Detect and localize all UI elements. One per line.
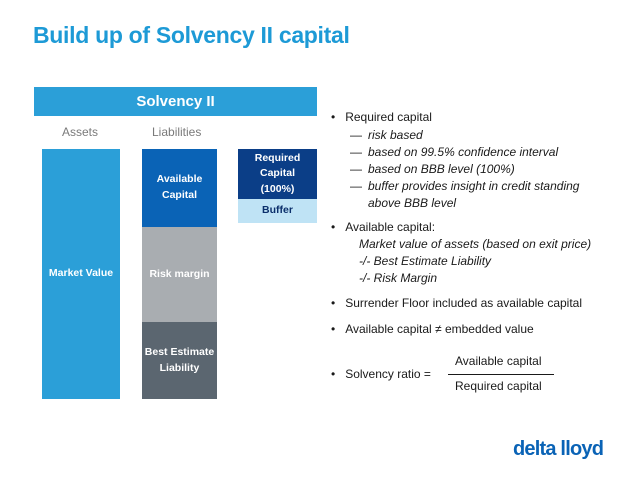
fraction-line [448, 374, 554, 375]
available-capital-label-line1: Available [156, 173, 203, 186]
solvency-ratio-label: Solvency ratio = [345, 367, 431, 381]
required-capital-heading: Required capital [345, 110, 432, 124]
dash-mark: — [350, 179, 362, 193]
risk-margin-label: Risk margin [149, 267, 210, 280]
bullet-dot: • [331, 296, 346, 310]
available-capital-block: Available Capital [142, 149, 217, 227]
dash-mark: — [350, 145, 362, 159]
available-line-bel: -/- Best Estimate Liability [359, 254, 492, 268]
dash-mark: — [350, 128, 362, 142]
ratio-denominator: Required capital [455, 379, 542, 393]
bullet-dot: • [331, 367, 346, 381]
market-value-label: Market Value [48, 267, 114, 280]
bullet-dot: • [331, 322, 346, 336]
best-estimate-label-line2: Liability [159, 361, 200, 374]
available-line-market-value: Market value of assets (based on exit pr… [359, 237, 592, 251]
required-capital-block: Required Capital (100%) [238, 149, 317, 199]
best-estimate-label-line1: Best Estimate [144, 345, 215, 358]
page-title: Build up of Solvency II capital [33, 22, 350, 48]
solvency-ii-header: Solvency II [34, 87, 317, 116]
required-item-buffer: — buffer provides insight in credit stand… [350, 179, 579, 193]
market-value-block: Market Value [42, 149, 120, 399]
required-item-text: risk based [368, 128, 423, 142]
bullet-solvency-ratio: • Solvency ratio = [331, 367, 431, 381]
surrender-floor-text: Surrender Floor included as available ca… [345, 296, 583, 310]
required-item-confidence: — based on 99.5% confidence interval [350, 145, 558, 159]
required-item-buffer-cont: above BBB level [368, 196, 457, 210]
buffer-label: Buffer [262, 204, 293, 217]
available-line-risk-margin: -/- Risk Margin [359, 271, 438, 285]
risk-margin-block: Risk margin [142, 227, 217, 322]
dash-mark: — [350, 162, 362, 176]
bullet-dot: • [331, 220, 346, 234]
bullet-embedded-value: • Available capital ≠ embedded value [331, 322, 534, 336]
required-item-bbb: — based on BBB level (100%) [350, 162, 515, 176]
delta-lloyd-logo: delta lloyd [513, 438, 604, 460]
ratio-numerator: Available capital [455, 354, 542, 368]
required-capital-label-line1: Required [254, 152, 301, 165]
assets-column-label: Assets [62, 125, 99, 139]
bullet-dot: • [331, 110, 346, 124]
best-estimate-liability-block: Best Estimate Liability [142, 322, 217, 399]
required-item-risk-based: — risk based [350, 128, 423, 142]
bullet-surrender-floor: • Surrender Floor included as available … [331, 296, 582, 310]
required-item-text: based on 99.5% confidence interval [368, 145, 559, 159]
available-capital-heading: Available capital: [345, 220, 436, 234]
embedded-value-text: Available capital ≠ embedded value [345, 322, 534, 336]
required-capital-label-line3: (100%) [260, 182, 295, 195]
bullet-required-capital: • Required capital [331, 110, 432, 124]
required-item-text: based on BBB level (100%) [368, 162, 515, 176]
liabilities-column-label: Liabilities [152, 125, 202, 139]
available-capital-label-line2: Capital [161, 189, 197, 201]
bullet-available-capital: • Available capital: [331, 220, 435, 234]
required-capital-label-line2: Capital [259, 167, 295, 180]
required-item-text: buffer provides insight in credit standi… [368, 179, 580, 193]
buffer-block: Buffer [238, 199, 317, 223]
